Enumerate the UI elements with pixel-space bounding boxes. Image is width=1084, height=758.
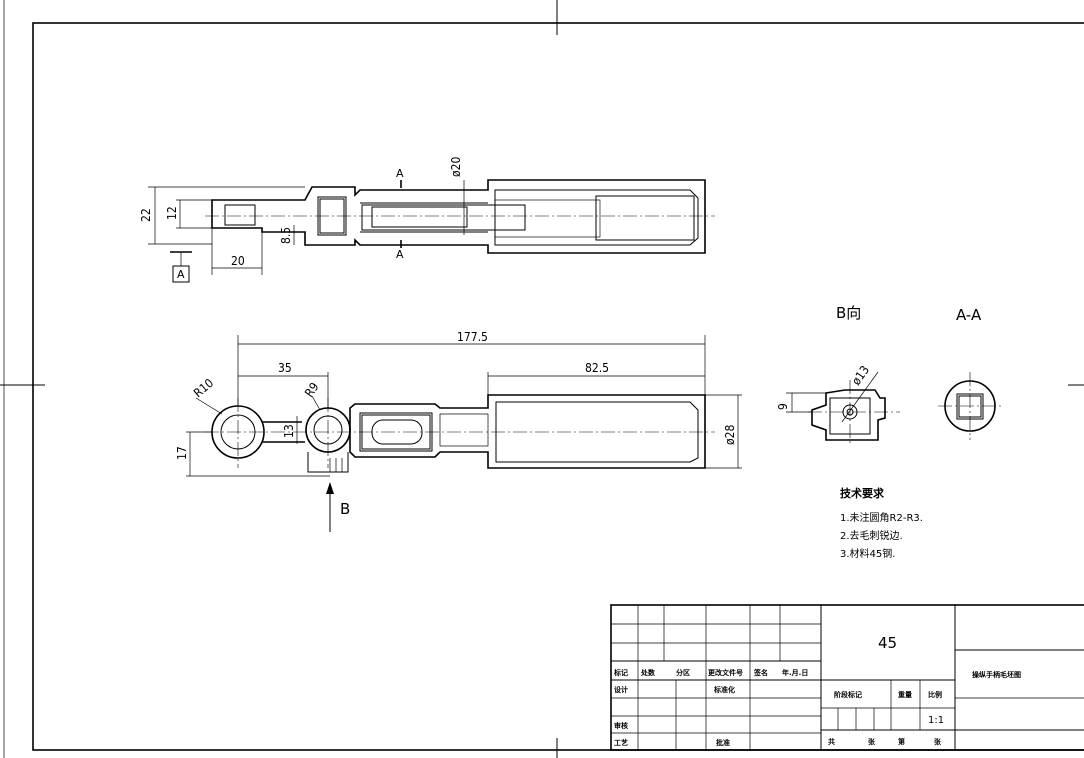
tech-req-item-3: 3.材料45钢. (840, 547, 895, 560)
view-b-arrow-label: B (340, 500, 350, 518)
front-view: A A ø20 22 12 8.5 20 A (139, 157, 715, 283)
title-block: 45 操纵手柄毛坯图 1:1 标记 处数 分区 更改文件号 签名 年.月.日 设… (610, 604, 1084, 751)
tb-weight: 重量 (898, 690, 912, 699)
tb-sheets-unit1: 张 (868, 737, 876, 746)
dim-9: 9 (776, 403, 790, 410)
dim-r10: R10 (191, 376, 216, 400)
view-b-title: B向 (836, 304, 861, 322)
tb-sheets-unit2: 张 (934, 737, 942, 746)
tb-design: 设计 (614, 685, 628, 694)
dim-22: 22 (139, 208, 153, 222)
plan-view: 177.5 35 82.5 R10 R9 13 17 ø28 B (175, 330, 742, 532)
tb-standardize: 标准化 (713, 685, 735, 694)
title-block-drawing-name: 操纵手柄毛坯图 (972, 670, 1021, 679)
dim-8-5: 8.5 (279, 227, 293, 244)
dim-13: 13 (282, 424, 296, 438)
tb-process: 工艺 (614, 738, 628, 747)
tb-sheet-no: 第 (898, 737, 905, 746)
tb-header-date: 年.月.日 (782, 668, 808, 677)
tb-approve: 批准 (716, 738, 730, 747)
section-a-a: A-A (938, 306, 1002, 440)
title-block-material: 45 (878, 634, 897, 652)
dim-177-5: 177.5 (457, 330, 488, 344)
tech-req-item-2: 2.去毛刺锐边. (840, 529, 903, 542)
view-b: B向 9 ø13 (776, 304, 900, 446)
tb-header-count: 处数 (640, 668, 656, 677)
tb-scale-label: 比例 (928, 690, 942, 699)
tech-requirements: 技术要求 1.未注圆角R2-R3. 2.去毛刺锐边. 3.材料45钢. (840, 486, 923, 560)
dim-35: 35 (278, 361, 292, 375)
section-mark-a-bottom: A (396, 248, 404, 261)
section-aa-title: A-A (956, 306, 982, 324)
tech-req-title: 技术要求 (840, 486, 885, 500)
title-block-scale: 1:1 (928, 715, 944, 726)
section-mark-a-top: A (396, 167, 404, 180)
dim-r9: R9 (302, 380, 322, 400)
dim-12: 12 (165, 206, 179, 220)
tb-header-change-doc: 更改文件号 (708, 668, 743, 677)
tb-review: 审核 (614, 721, 628, 730)
tb-header-zone: 分区 (676, 668, 690, 677)
dim-82-5: 82.5 (585, 361, 609, 375)
tb-header-sign: 签名 (753, 668, 768, 677)
tb-sheets-total: 共 (828, 737, 835, 746)
dim-20: 20 (231, 254, 245, 268)
dim-phi20: ø20 (449, 157, 463, 177)
tb-stage-mark: 阶段标记 (834, 690, 862, 699)
dim-phi13: ø13 (849, 363, 872, 388)
tech-req-item-1: 1.未注圆角R2-R3. (840, 511, 923, 524)
dim-phi28: ø28 (723, 425, 737, 445)
tb-header-mark: 标记 (613, 668, 628, 677)
datum-a: A (177, 268, 185, 281)
dim-17: 17 (175, 446, 189, 460)
